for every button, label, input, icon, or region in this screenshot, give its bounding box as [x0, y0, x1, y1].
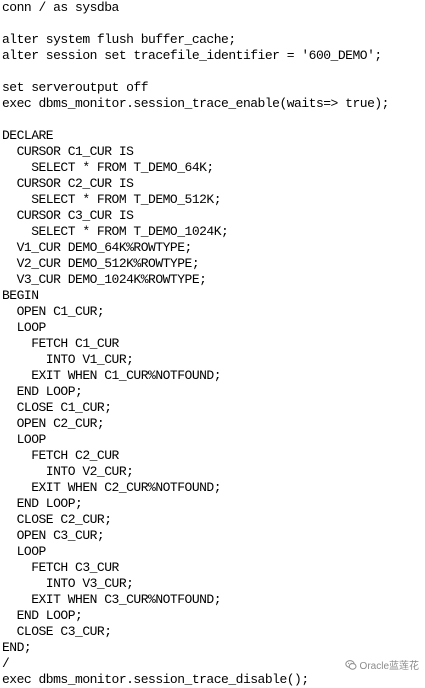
code-line: BEGIN: [2, 288, 39, 303]
code-line: SELECT * FROM T_DEMO_1024K;: [2, 224, 229, 239]
code-line: END LOOP;: [2, 496, 83, 511]
watermark-text: Oracle蓝莲花: [359, 661, 419, 672]
watermark: Oracle蓝莲花: [344, 657, 419, 672]
code-line: EXIT WHEN C1_CUR%NOTFOUND;: [2, 368, 222, 383]
code-line: END LOOP;: [2, 608, 83, 623]
code-line: /: [2, 656, 10, 671]
code-line: OPEN C1_CUR;: [2, 304, 105, 319]
code-line: CURSOR C3_CUR IS: [2, 208, 134, 223]
code-line: DECLARE: [2, 128, 54, 143]
code-line: CURSOR C1_CUR IS: [2, 144, 134, 159]
code-line: V3_CUR DEMO_1024K%ROWTYPE;: [2, 272, 207, 287]
code-line: [2, 112, 422, 128]
code-line: FETCH C2_CUR: [2, 448, 119, 463]
code-line: INTO V1_CUR;: [2, 352, 134, 367]
code-line: CLOSE C3_CUR;: [2, 624, 112, 639]
wechat-icon: [344, 659, 357, 671]
code-line: SELECT * FROM T_DEMO_64K;: [2, 160, 214, 175]
code-line: INTO V3_CUR;: [2, 576, 134, 591]
code-line: LOOP: [2, 432, 47, 447]
code-line: [2, 64, 422, 80]
code-line: FETCH C3_CUR: [2, 560, 119, 575]
code-line: END LOOP;: [2, 384, 83, 399]
code-line: EXIT WHEN C3_CUR%NOTFOUND;: [2, 592, 222, 607]
code-line: alter system flush buffer_cache;: [2, 32, 236, 47]
code-line: LOOP: [2, 544, 47, 559]
code-line: CLOSE C2_CUR;: [2, 512, 112, 527]
code-line: CLOSE C1_CUR;: [2, 400, 112, 415]
code-line: SELECT * FROM T_DEMO_512K;: [2, 192, 222, 207]
code-line: set serveroutput off: [2, 80, 149, 95]
code-line: [2, 16, 422, 32]
code-line: LOOP: [2, 320, 47, 335]
code-line: conn / as sysdba: [2, 0, 119, 15]
code-line: OPEN C2_CUR;: [2, 416, 105, 431]
code-line: V1_CUR DEMO_64K%ROWTYPE;: [2, 240, 193, 255]
code-line: V2_CUR DEMO_512K%ROWTYPE;: [2, 256, 200, 271]
code-line: exec dbms_monitor.session_trace_disable(…: [2, 672, 309, 687]
code-line: EXIT WHEN C2_CUR%NOTFOUND;: [2, 480, 222, 495]
code-line: exec dbms_monitor.session_trace_enable(w…: [2, 96, 389, 111]
code-line: FETCH C1_CUR: [2, 336, 119, 351]
code-line: END;: [2, 640, 32, 655]
code-line: CURSOR C2_CUR IS: [2, 176, 134, 191]
code-line: alter session set tracefile_identifier =…: [2, 48, 382, 63]
code-line: OPEN C3_CUR;: [2, 528, 105, 543]
code-line: INTO V2_CUR;: [2, 464, 134, 479]
